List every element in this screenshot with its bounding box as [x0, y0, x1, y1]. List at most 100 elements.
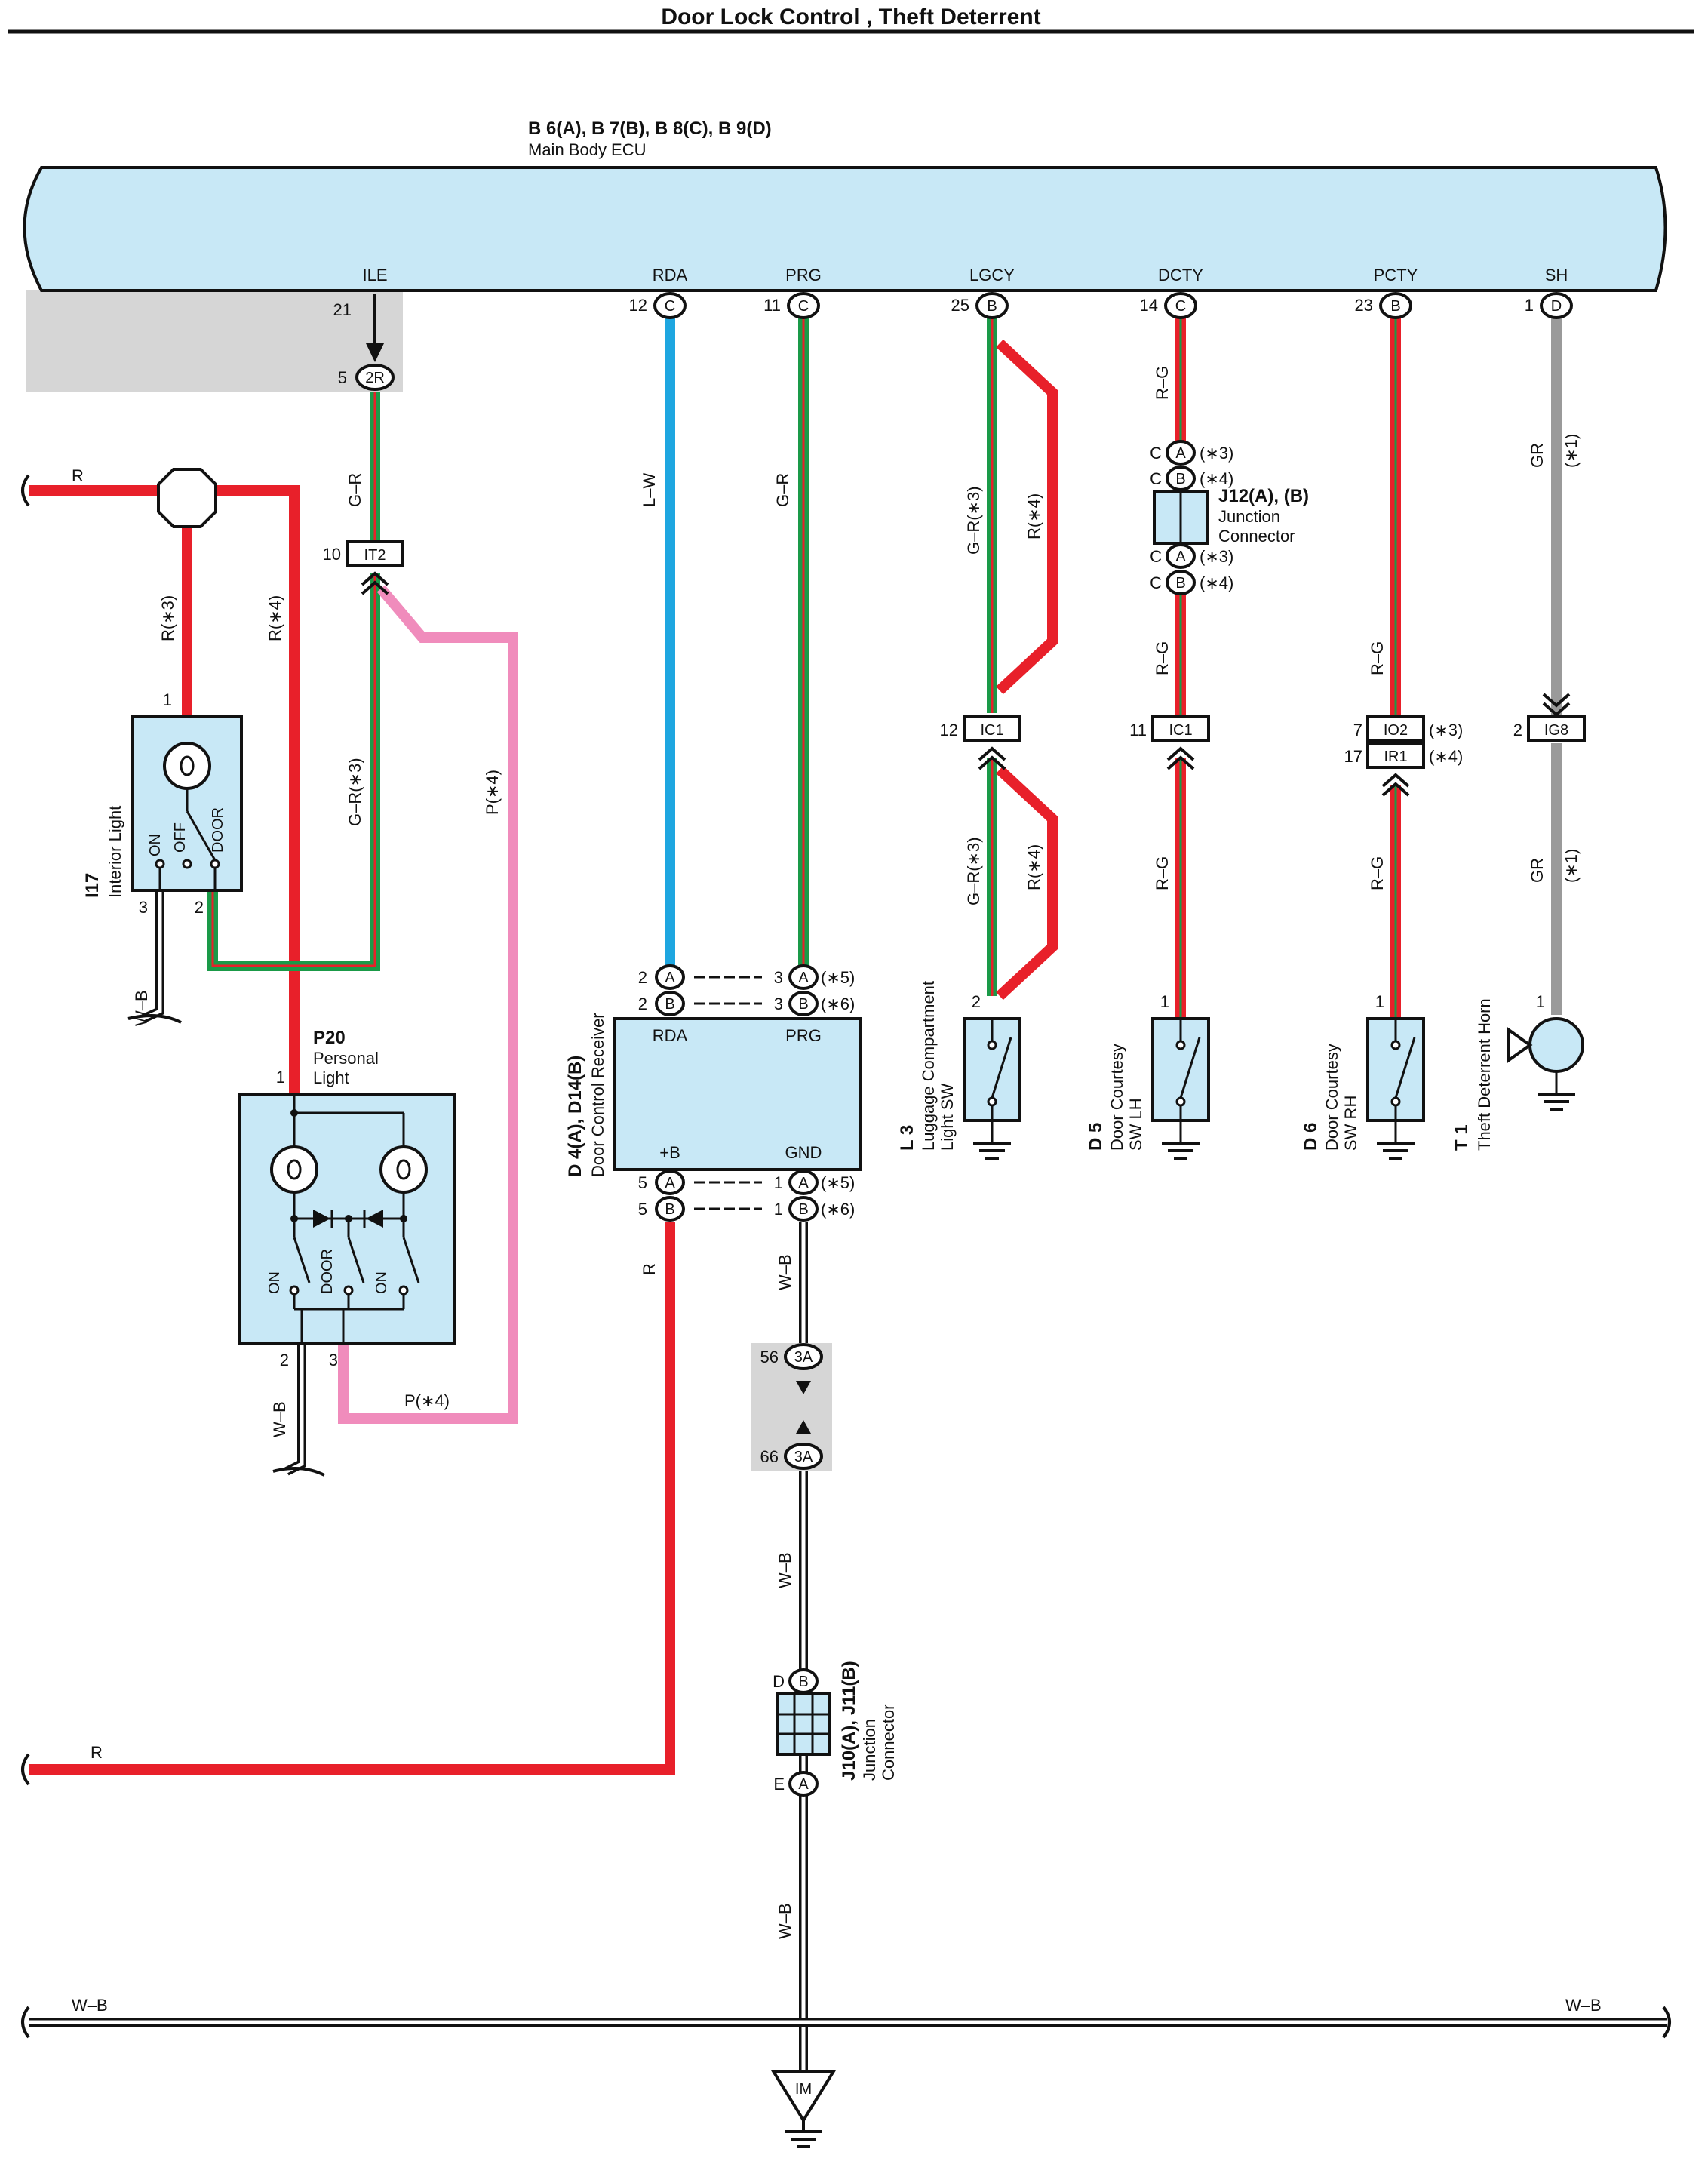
svg-text:D 5: D 5 — [1086, 1123, 1106, 1151]
ground-im: IM — [770, 2070, 837, 2148]
svg-text:12: 12 — [629, 296, 647, 315]
svg-text:14: 14 — [1140, 296, 1158, 315]
door-courtesy-switch-d5: 1 D 5 Door Courtesy SW LH — [1086, 992, 1210, 1160]
label-gr-bottom: GR — [1528, 858, 1547, 883]
ecu-terminal-sh: SH — [1545, 266, 1568, 284]
theft-deterrent-horn-t1: 1 T 1 Theft Deterrent Horn — [1451, 992, 1584, 1151]
svg-text:B: B — [798, 1674, 808, 1690]
svg-text:A: A — [1175, 445, 1186, 462]
ecu-terminal-ile: ILE — [362, 266, 387, 284]
label-dcty-rg-top: R–G — [1153, 366, 1172, 400]
svg-text:B: B — [665, 1201, 674, 1218]
svg-text:10: 10 — [323, 545, 341, 564]
svg-text:L 3: L 3 — [897, 1125, 917, 1151]
svg-text:A: A — [798, 970, 809, 986]
connector-2r: 5 2R — [338, 364, 395, 391]
svg-text:Door Control Receiver: Door Control Receiver — [588, 1013, 607, 1177]
svg-text:C: C — [1150, 469, 1162, 488]
junction-connector-j10: D B E A J10(A), J11(B) Junction Connecto… — [773, 1661, 898, 1797]
ecu-pin-sh: 1 D — [1525, 292, 1573, 319]
label-prg-gr: G–R — [773, 473, 792, 507]
svg-text:Junction: Junction — [1218, 507, 1280, 526]
ecu-name: Main Body ECU — [528, 140, 647, 159]
svg-text:1: 1 — [1525, 296, 1534, 315]
svg-text:D: D — [773, 1672, 785, 1691]
door-courtesy-switch-d6: 1 D 6 Door Courtesy SW RH — [1301, 992, 1425, 1160]
svg-text:Personal: Personal — [313, 1049, 379, 1068]
svg-text:C: C — [665, 298, 675, 315]
lamp-icon-right — [379, 1145, 428, 1194]
svg-text:66: 66 — [760, 1447, 779, 1466]
svg-text:12: 12 — [940, 721, 958, 739]
svg-text:1: 1 — [1536, 992, 1545, 1011]
svg-text:J12(A), (B): J12(A), (B) — [1218, 486, 1309, 506]
label-wb-mid: W–B — [776, 1552, 794, 1588]
svg-text:IC1: IC1 — [1169, 722, 1192, 739]
svg-text:3: 3 — [329, 1351, 338, 1369]
svg-text:1: 1 — [1160, 992, 1169, 1011]
svg-text:3: 3 — [774, 968, 783, 987]
break-mark-bus-left — [21, 2006, 30, 2039]
svg-text:Door Courtesy: Door Courtesy — [1107, 1044, 1126, 1151]
ecu-terminal-rda: RDA — [653, 266, 688, 284]
label-r-top: R — [72, 466, 84, 485]
label-lw: L–W — [640, 473, 659, 507]
svg-text:T 1: T 1 — [1451, 1124, 1472, 1151]
svg-text:C: C — [798, 298, 809, 315]
label-r3: R(∗3) — [158, 595, 177, 641]
svg-text:D 6: D 6 — [1301, 1123, 1321, 1151]
ecu-terminal-dcty: DCTY — [1158, 266, 1203, 284]
label-wb-low: W–B — [776, 1903, 794, 1939]
svg-text:2R: 2R — [365, 370, 385, 386]
svg-text:5: 5 — [638, 1200, 647, 1219]
svg-text:2: 2 — [638, 994, 647, 1013]
label-lgcy-r4-top: R(∗4) — [1024, 493, 1043, 539]
svg-text:17: 17 — [1344, 747, 1362, 766]
svg-text:ON: ON — [373, 1271, 390, 1294]
svg-text:IM: IM — [795, 2081, 812, 2098]
connector-ic1-dcty: 11 IC1 — [1129, 715, 1210, 770]
label-s1-bottom: (∗1) — [1562, 849, 1581, 883]
connector-ic1-lgcy: 12 IC1 — [940, 715, 1021, 770]
svg-text:ON: ON — [266, 1271, 283, 1294]
label-dcty-rg-mid: R–G — [1153, 641, 1172, 675]
svg-text:Theft Deterrent Horn: Theft Deterrent Horn — [1475, 998, 1494, 1151]
label-lgcy-r4-bottom: R(∗4) — [1024, 844, 1043, 890]
connector-io2-ir1: 7 IO2 (∗3) 17 IR1 (∗4) — [1344, 715, 1463, 797]
svg-text:2: 2 — [972, 992, 981, 1011]
svg-text:1: 1 — [1375, 992, 1384, 1011]
svg-text:D 4(A), D14(B): D 4(A), D14(B) — [565, 1056, 585, 1177]
connector-it2: 10 IT2 — [323, 540, 404, 595]
svg-text:+B: +B — [659, 1143, 680, 1162]
label-r-d4: R — [640, 1263, 659, 1275]
svg-text:Connector: Connector — [879, 1704, 898, 1781]
luggage-light-switch-l3: 2 L 3 Luggage Compartment Light SW — [897, 981, 1021, 1160]
svg-text:21: 21 — [333, 300, 352, 319]
wire-wb-p20 — [284, 1343, 306, 1476]
svg-text:(∗4): (∗4) — [1429, 747, 1463, 766]
svg-text:B: B — [1390, 298, 1400, 315]
horn-icon — [1528, 1017, 1584, 1073]
svg-text:B: B — [798, 1201, 808, 1218]
break-mark-p20 — [272, 1467, 325, 1477]
svg-text:(∗4): (∗4) — [1200, 573, 1233, 592]
svg-text:(∗6): (∗6) — [821, 994, 855, 1013]
label-wb-i17: W–B — [132, 990, 151, 1026]
svg-text:1: 1 — [774, 1173, 783, 1192]
svg-text:C: C — [1150, 444, 1162, 463]
ecu-terminal-prg: PRG — [785, 266, 822, 284]
label-wb-bus-right: W–B — [1565, 1996, 1602, 2015]
label-ile-gr: G–R — [346, 473, 364, 507]
wire-p4 — [338, 585, 518, 1424]
diagram-title: Door Lock Control , Theft Deterrent — [661, 5, 1040, 29]
personal-light-p20: P20 Personal Light 1 — [238, 1028, 456, 1369]
label-p4-vertical: P(∗4) — [483, 770, 502, 815]
svg-text:IR1: IR1 — [1384, 749, 1407, 765]
ecu-pin-lgcy: 25 B — [951, 292, 1009, 319]
break-mark-bus-right — [1662, 2006, 1671, 2039]
svg-text:IG8: IG8 — [1544, 722, 1568, 739]
svg-text:J10(A), J11(B): J10(A), J11(B) — [839, 1661, 859, 1781]
svg-text:2: 2 — [638, 968, 647, 987]
label-pcty-rg-top: R–G — [1368, 641, 1387, 675]
